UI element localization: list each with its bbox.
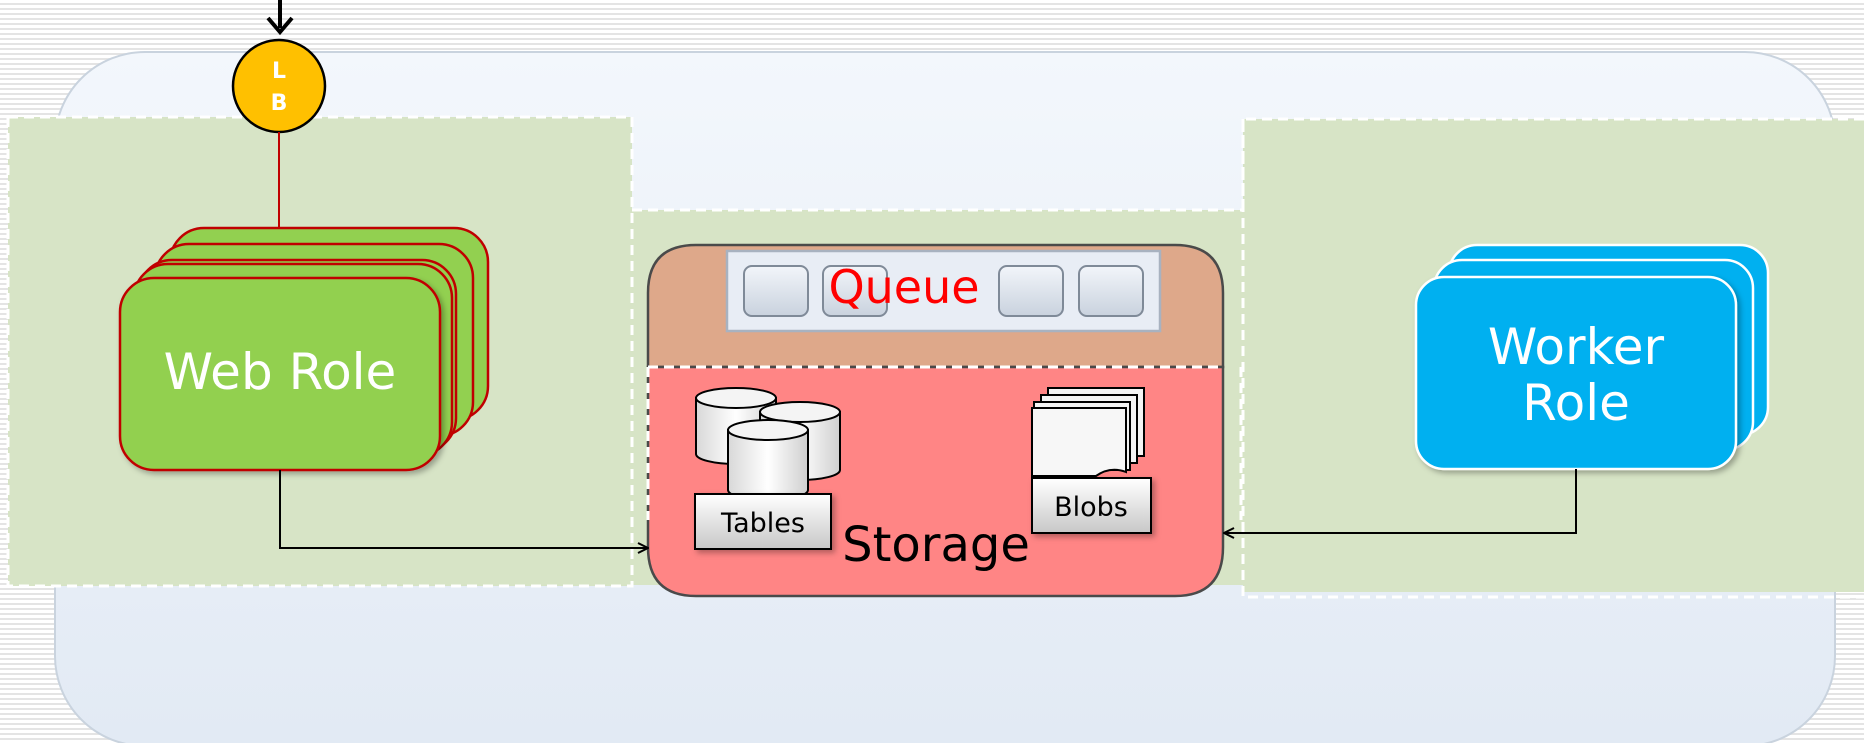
tables-icon: [695, 387, 841, 501]
worker-zone-outline: [1241, 117, 1864, 599]
load-balancer-label-line2: B: [271, 91, 288, 116]
load-balancer-label-line1: L: [272, 59, 286, 84]
web-zone-outline: [6, 115, 634, 588]
queue-cell-2: [822, 265, 888, 317]
workerrole-to-storage-arrow: [1224, 469, 1577, 533]
incoming-arrowhead: [266, 16, 294, 36]
tables-label: Tables: [720, 508, 805, 539]
storage-service[interactable]: Queue Tables Blobs Storage: [646, 243, 1243, 598]
tables-label-box: [694, 493, 832, 550]
blobs-label-box: [1031, 477, 1152, 534]
blobs-label: Blobs: [1054, 492, 1128, 523]
storage-label: Storage: [842, 517, 1030, 573]
queue-cell-4: [1078, 265, 1144, 317]
load-balancer[interactable]: L B: [231, 38, 327, 134]
worker-role-label-line1: Worker: [1488, 318, 1665, 376]
webrole-to-storage-arrow: [279, 470, 648, 548]
worker-role[interactable]: Worker Role: [1414, 243, 1770, 471]
worker-role-label-line2: Role: [1522, 374, 1630, 432]
queue-cell-1: [743, 265, 809, 317]
web-role[interactable]: Web Role: [118, 226, 490, 472]
queue-cell-3: [998, 265, 1064, 317]
queue-label: Queue: [828, 260, 979, 314]
web-role-label: Web Role: [164, 343, 397, 401]
blobs-icon: [1031, 387, 1145, 477]
load-balancer-circle: [231, 38, 327, 134]
